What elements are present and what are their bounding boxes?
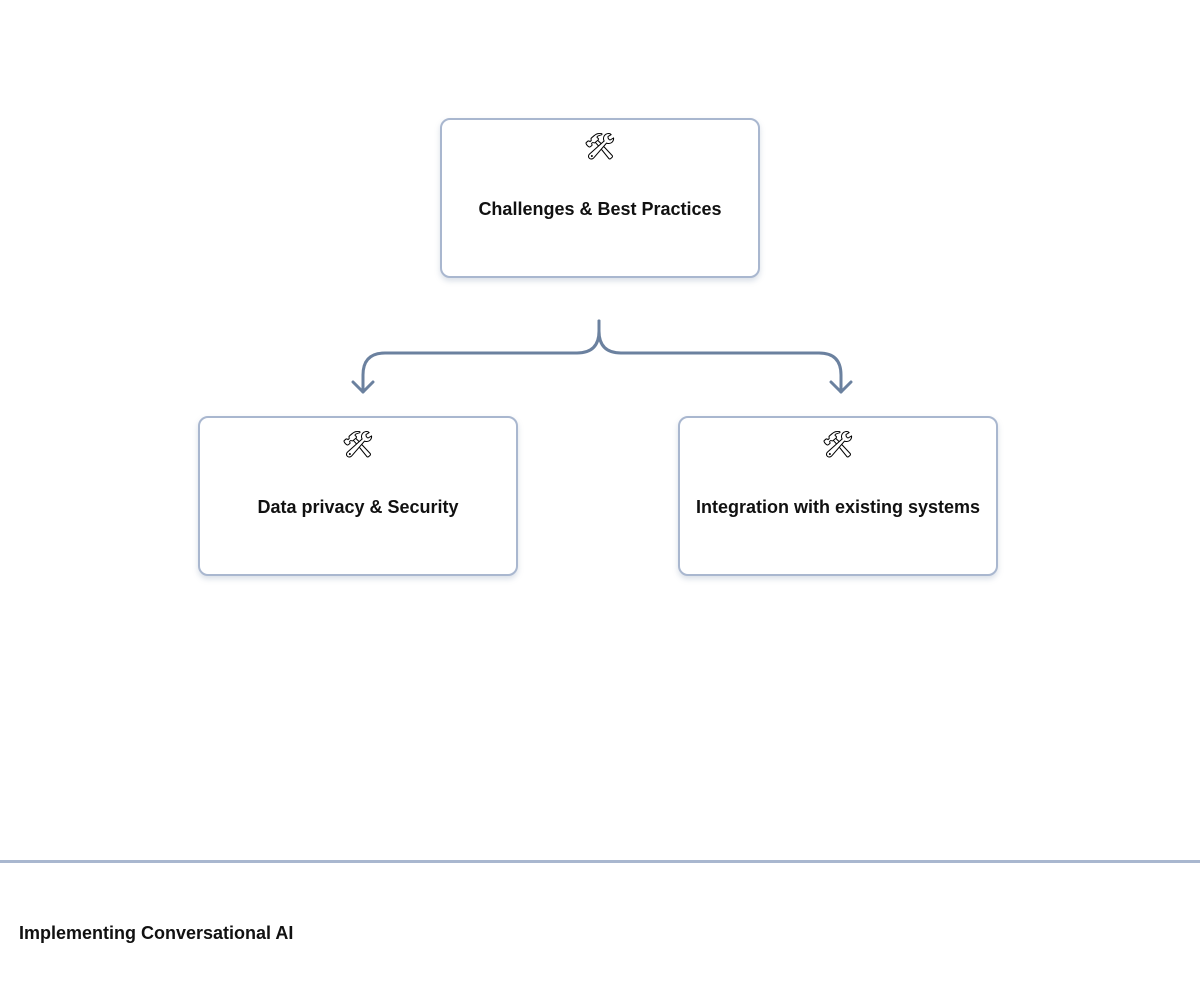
- footer-title: Implementing Conversational AI: [19, 923, 294, 943]
- hammer-and-wrench-icon: 🛠: [583, 132, 617, 162]
- child-node-label: Integration with existing systems: [695, 497, 981, 517]
- connector-left-branch: [361, 319, 601, 394]
- arrowhead-right: [829, 380, 853, 394]
- child-node-data-privacy[interactable]: 🛠 Data privacy & Security: [198, 416, 518, 576]
- root-node-label: Challenges & Best Practices: [478, 199, 722, 219]
- hammer-and-wrench-icon: 🛠: [341, 430, 375, 460]
- footer-divider: [0, 860, 1200, 863]
- child-node-integration[interactable]: 🛠 Integration with existing systems: [678, 416, 998, 576]
- root-node[interactable]: 🛠 Challenges & Best Practices: [440, 118, 760, 278]
- child-node-label: Data privacy & Security: [257, 497, 459, 517]
- hammer-and-wrench-icon: 🛠: [821, 430, 855, 460]
- connector-right-branch: [597, 319, 843, 394]
- arrowhead-left: [351, 380, 375, 394]
